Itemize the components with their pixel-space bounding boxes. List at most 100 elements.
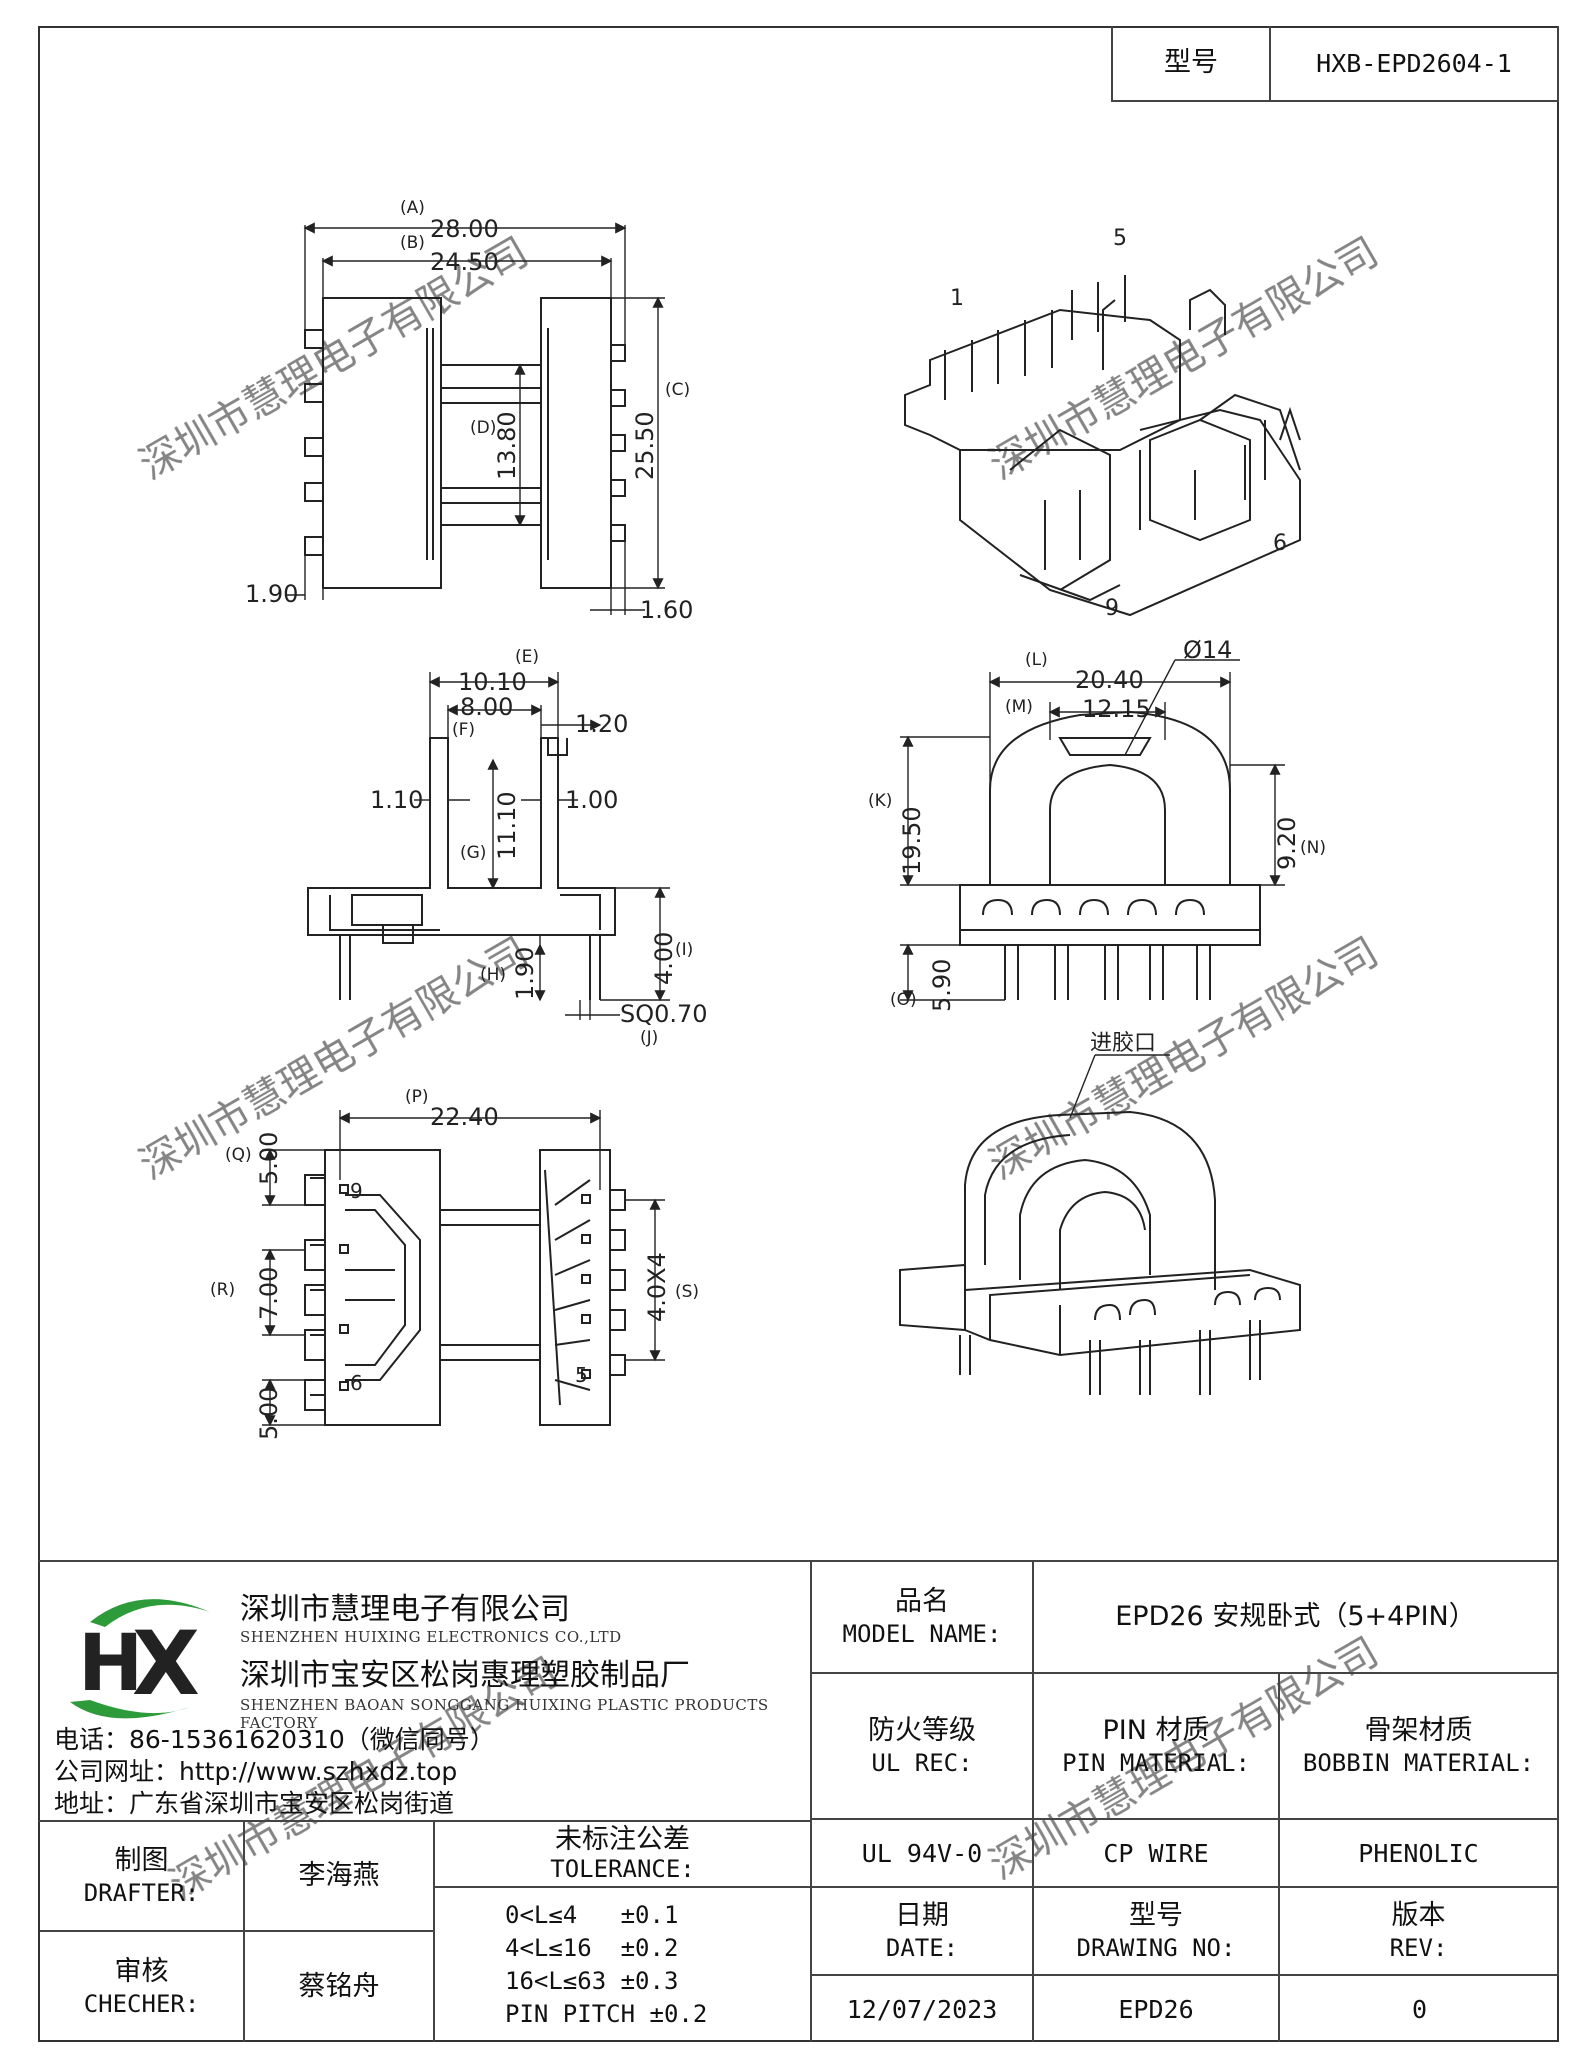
- iso-pin-5: 5: [1113, 226, 1127, 251]
- dim-left-value: 1.90: [245, 580, 298, 608]
- drafter-cn: 制图: [114, 1845, 169, 1876]
- pin-value: CP WIRE: [1103, 1838, 1209, 1868]
- bottom-pin-6: 6: [350, 1371, 363, 1395]
- pin-material-label-cell: PIN 材质 PIN MATERIAL:: [1034, 1674, 1280, 1820]
- dim-f-label: (F): [452, 720, 475, 740]
- dim-d-label: (D): [470, 418, 496, 438]
- dim-e-value: 10.10: [458, 668, 527, 696]
- rev-label-cell: 版本 REV:: [1280, 1888, 1559, 1976]
- bobbin-material-label-cell: 骨架材质 BOBBIN MATERIAL:: [1280, 1674, 1559, 1820]
- model-name-label-cell: 品名 MODEL NAME:: [812, 1562, 1034, 1674]
- dim-k-value: 19.50: [898, 806, 926, 875]
- checker-cn: 审核: [114, 1956, 169, 1987]
- checker-label-cell: 审核 CHECHER:: [40, 1932, 245, 2042]
- dim-bottom-value: 5.00: [255, 1387, 283, 1440]
- dim-a-label: (A): [400, 198, 425, 218]
- company-name-cn: 深圳市慧理电子有限公司: [240, 1592, 570, 1627]
- dim-left-wall-value: 1.10: [370, 786, 423, 814]
- bottom-pin-5: 5: [575, 1363, 588, 1387]
- company-phone: 电话：86-15361620310（微信同号）: [54, 1725, 495, 1754]
- model-name-en: MODEL NAME:: [842, 1620, 1002, 1648]
- dim-i-label: (I): [675, 940, 693, 960]
- model-value: HXB-EPD2604-1: [1316, 48, 1512, 78]
- dim-k-label: (K): [868, 791, 892, 811]
- dim-h-value: 1.90: [511, 947, 539, 1000]
- dim-q-value: 5.00: [255, 1132, 283, 1185]
- dim-l-label: (L): [1025, 650, 1048, 670]
- iso-pin-9: 9: [1105, 596, 1119, 621]
- model-name-value-cell: EPD26 安规卧式（5+4PIN）: [1034, 1562, 1559, 1674]
- dim-j-label: (J): [640, 1028, 658, 1048]
- dim-right-value: 1.60: [640, 596, 693, 624]
- checker-name-cell: 蔡铭舟: [245, 1932, 435, 2042]
- top-view: [285, 222, 665, 615]
- bottom-view: [262, 1110, 665, 1427]
- drafter-name-cell: 李海燕: [245, 1822, 435, 1932]
- company-block: H X 深圳市慧理电子有限公司 SHENZHEN HUIXING ELECTRO…: [40, 1562, 812, 1820]
- dim-c-label: (C): [665, 380, 690, 400]
- dim-right-wall-value: 1.00: [565, 786, 618, 814]
- factory-name-en: SHENZHEN BAOAN SONGGANG HUIXING PLASTIC …: [240, 1696, 769, 1732]
- drawing-no-value-cell: EPD26: [1034, 1976, 1280, 2042]
- dim-sq-value: SQ0.70: [620, 1000, 708, 1028]
- pin-value-cell: CP WIRE: [1034, 1820, 1280, 1888]
- model-name-cn: 品名: [895, 1586, 949, 1617]
- dim-q-label: (Q): [225, 1145, 252, 1165]
- title-block-top-border: [38, 1560, 1559, 1562]
- tolerance-row-3: 16<L≤63 ±0.3: [505, 1967, 679, 1995]
- company-address: 地址：广东省深圳市宝安区松岗街道: [54, 1789, 455, 1818]
- iso-pin-1: 1: [950, 286, 964, 311]
- tolerance-label-cell: 未标注公差 TOLERANCE:: [435, 1822, 812, 1888]
- dim-o-label: (O): [890, 990, 917, 1010]
- pin-material-en: PIN MATERIAL:: [1062, 1749, 1250, 1777]
- dim-e-label: (E): [515, 647, 539, 667]
- date-en: DATE:: [885, 1934, 959, 1962]
- date-label-cell: 日期 DATE:: [812, 1888, 1034, 1976]
- front-view: [900, 659, 1285, 1002]
- tolerance-en: TOLERANCE:: [550, 1855, 695, 1883]
- side-view: [307, 672, 670, 1020]
- dim-n-label: (N): [1300, 838, 1326, 858]
- model-value-cell: HXB-EPD2604-1: [1271, 26, 1559, 102]
- drawing-no-value: EPD26: [1118, 1994, 1194, 2024]
- date-cn: 日期: [895, 1900, 949, 1931]
- dim-i-value: 4.00: [650, 932, 678, 985]
- rev-en: REV:: [1389, 1934, 1448, 1962]
- tolerance-cn: 未标注公差: [555, 1824, 690, 1855]
- ul-rec-en: UL REC:: [871, 1749, 973, 1777]
- bobbin-value-cell: PHENOLIC: [1280, 1820, 1559, 1888]
- gate-label: 进胶口: [1090, 1031, 1156, 1056]
- company-logo: H X: [70, 1599, 210, 1719]
- checker-en: CHECHER:: [83, 1990, 200, 2018]
- rev-value-cell: 0: [1280, 1976, 1559, 2042]
- checker-name: 蔡铭舟: [298, 1971, 380, 2002]
- model-name-value: EPD26 安规卧式（5+4PIN）: [1115, 1601, 1476, 1632]
- factory-name-cn: 深圳市宝安区松岗惠理塑胶制品厂: [240, 1658, 690, 1693]
- rev-value: 0: [1411, 1994, 1428, 2024]
- technical-drawing: (A) 28.00 (B) 24.50 (C) 25.50 (D) 13.80 …: [210, 198, 1326, 1440]
- rev-cn: 版本: [1391, 1900, 1446, 1931]
- dim-f-value: 8.00: [460, 693, 513, 721]
- dim-r-value: 7.00: [255, 1267, 283, 1320]
- bobbin-material-en: BOBBIN MATERIAL:: [1302, 1749, 1535, 1777]
- dim-p-value: 22.40: [430, 1103, 499, 1131]
- company-name-en: SHENZHEN HUIXING ELECTRONICS CO.,LTD: [240, 1628, 622, 1646]
- drafter-name: 李海燕: [298, 1860, 380, 1891]
- dim-s-label: (S): [675, 1282, 699, 1302]
- dim-g-value: 11.10: [493, 791, 521, 860]
- drawing-no-label-cell: 型号 DRAWING NO:: [1034, 1888, 1280, 1976]
- model-label: 型号: [1164, 47, 1218, 78]
- dim-n-value: 9.20: [1273, 817, 1301, 870]
- company-website: 公司网址：http://www.szhxdz.top: [54, 1757, 458, 1786]
- dim-c-value: 25.50: [631, 411, 659, 480]
- dim-g-label: (G): [460, 843, 486, 863]
- ul-value: UL 94V-0: [861, 1838, 983, 1868]
- date-value-cell: 12/07/2023: [812, 1976, 1034, 2042]
- drafter-en: DRAFTER:: [83, 1879, 200, 1907]
- bobbin-material-cn: 骨架材质: [1364, 1715, 1473, 1746]
- bobbin-value: PHENOLIC: [1358, 1838, 1479, 1868]
- bottom-pin-9: 9: [350, 1179, 363, 1203]
- dim-l-value: 20.40: [1075, 666, 1144, 694]
- iso-pin-6: 6: [1273, 531, 1287, 556]
- company-bottom-border: [38, 1820, 812, 1822]
